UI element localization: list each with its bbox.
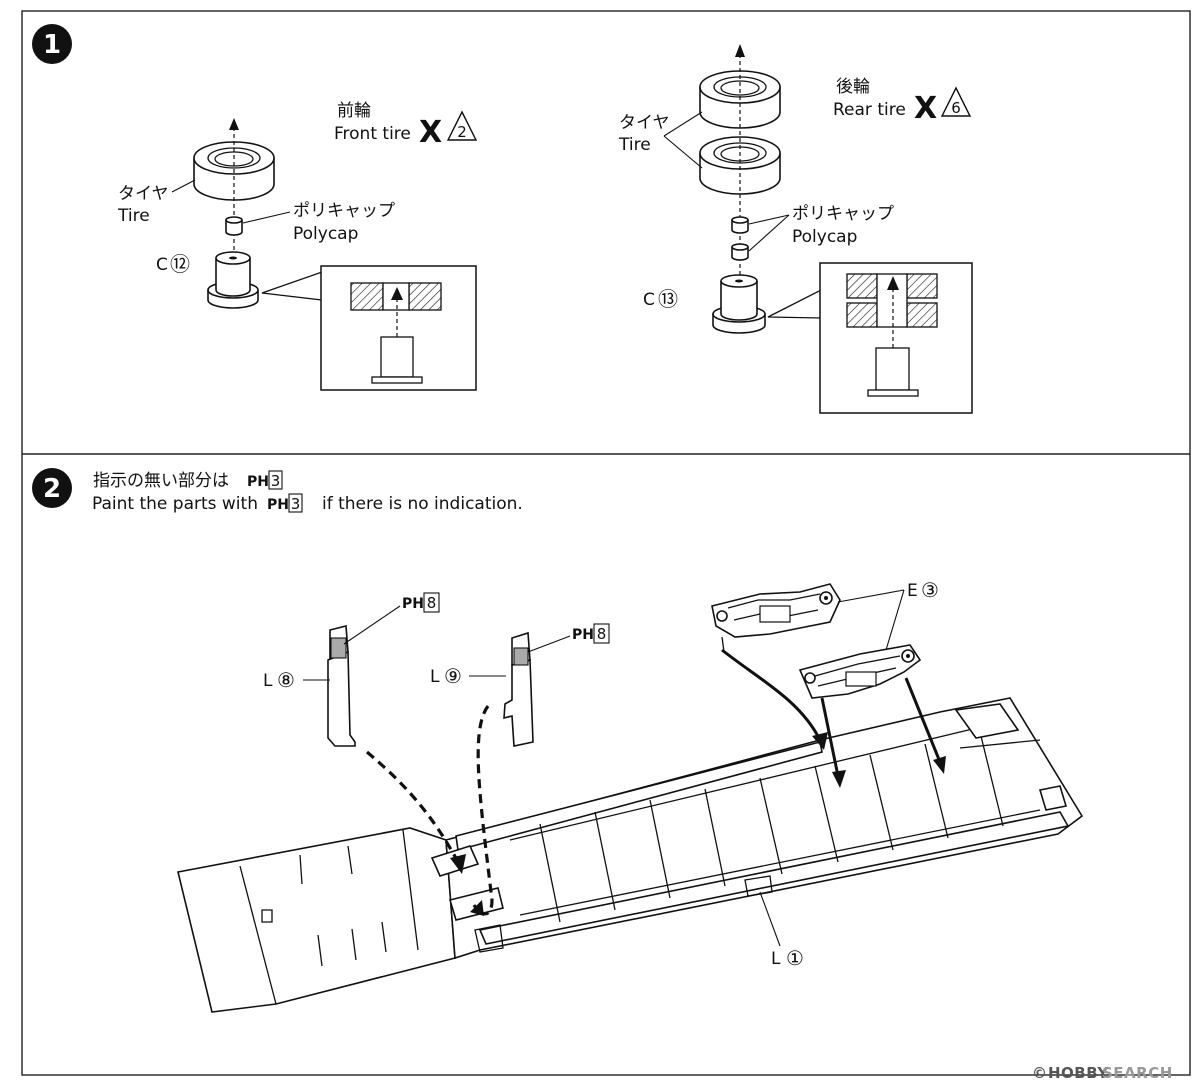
front-polycap-label-en: Polycap [293,224,358,244]
paint-l8-num: 8 [427,594,437,612]
front-hub-num: ⑫ [170,252,190,276]
step2-number: 2 [43,474,61,504]
step2-note-en-prefix: Paint the parts with [92,494,258,514]
step2-note-jp-code: PH [247,474,269,490]
front-tire-label-jp: タイヤ [118,184,169,204]
paint-l9-num: 8 [597,625,607,643]
outer-frame [21,10,1191,1076]
label-e3-letter: E [907,581,918,601]
paint-l8-code: PH [402,596,424,612]
label-l1-num: ① [786,946,804,970]
rear-tire-label-jp: タイヤ [619,113,670,133]
rear-qty: 6 [951,99,961,117]
front-detail-inset [261,265,477,391]
rear-polycap-label-jp: ポリキャップ [792,204,894,224]
rear-tire-label-en: Tire [618,135,651,155]
frame-cross-members [539,731,1004,923]
part-e3-lower [798,644,922,699]
part-l9 [503,631,534,747]
step2-note-jp: 指示の無い部分は [93,471,229,491]
front-hub-c12 [207,251,259,309]
part-e3-upper [711,583,841,653]
rear-title-jp: 後輪 [836,77,870,97]
watermark-copyright: © [1032,1064,1048,1082]
part-l8 [327,624,356,747]
rear-hub-num: ⑬ [658,287,678,311]
label-l8-letter: L [263,671,273,691]
assembly-arrows [365,648,946,916]
rear-qty-mark: X [914,91,937,126]
front-hub-letter: C [156,255,168,275]
rear-polycap-label-en: Polycap [792,227,857,247]
front-title-jp: 前輪 [337,101,371,121]
label-e3-num: ③ [921,578,939,602]
paint-l9-code: PH [572,627,594,643]
step1-badge: 1 [32,24,72,64]
watermark: © HOBBY SEARCH [1032,1064,1173,1082]
paint-callout-l9: PH 8 [527,623,610,653]
front-polycap-label-jp: ポリキャップ [293,201,395,221]
rear-detail-inset [767,262,973,414]
label-l8-num: ⑧ [277,668,295,692]
front-qty: 2 [457,123,467,141]
step2-note-jp-num: 3 [271,472,281,490]
paint-callout-l8: PH 8 [343,592,440,645]
label-l9-num: ⑨ [444,664,462,688]
chassis-frame-l1 [177,697,1084,1013]
watermark-suffix: SEARCH [1102,1064,1173,1082]
front-tire-group: 前輪 Front tire X 2 タイヤ [117,101,478,391]
front-up-arrow [229,118,239,130]
rear-tire-upper [699,70,781,129]
front-tire-label-en: Tire [117,206,150,226]
step2-instruction: 指示の無い部分は PH 3 Paint the parts with PH 3 … [92,470,523,514]
rear-tire-group: 後輪 Rear tire X 6 [618,44,973,414]
step2-badge: 2 [32,468,72,508]
step1-number: 1 [43,30,61,60]
rear-title-en: Rear tire [833,100,906,120]
label-l1-letter: L [771,949,781,969]
rear-polycap-lower [731,243,749,261]
label-l9-letter: L [430,667,440,687]
step2-note-en-code: PH [267,497,289,513]
step2-note-en-num: 3 [291,495,301,513]
rear-hub-letter: C [643,290,655,310]
rear-polycap-upper [731,216,749,234]
front-polycap [225,216,243,236]
watermark-brand: HOBBY [1048,1064,1109,1082]
front-qty-triangle: 2 [446,110,478,141]
rear-qty-triangle: 6 [940,86,972,117]
rear-up-arrow [735,44,745,57]
front-title-en: Front tire [334,124,411,144]
front-qty-mark: X [419,115,442,150]
rear-hub-c13 [712,274,766,334]
step2-note-en-suffix: if there is no indication. [322,494,523,514]
